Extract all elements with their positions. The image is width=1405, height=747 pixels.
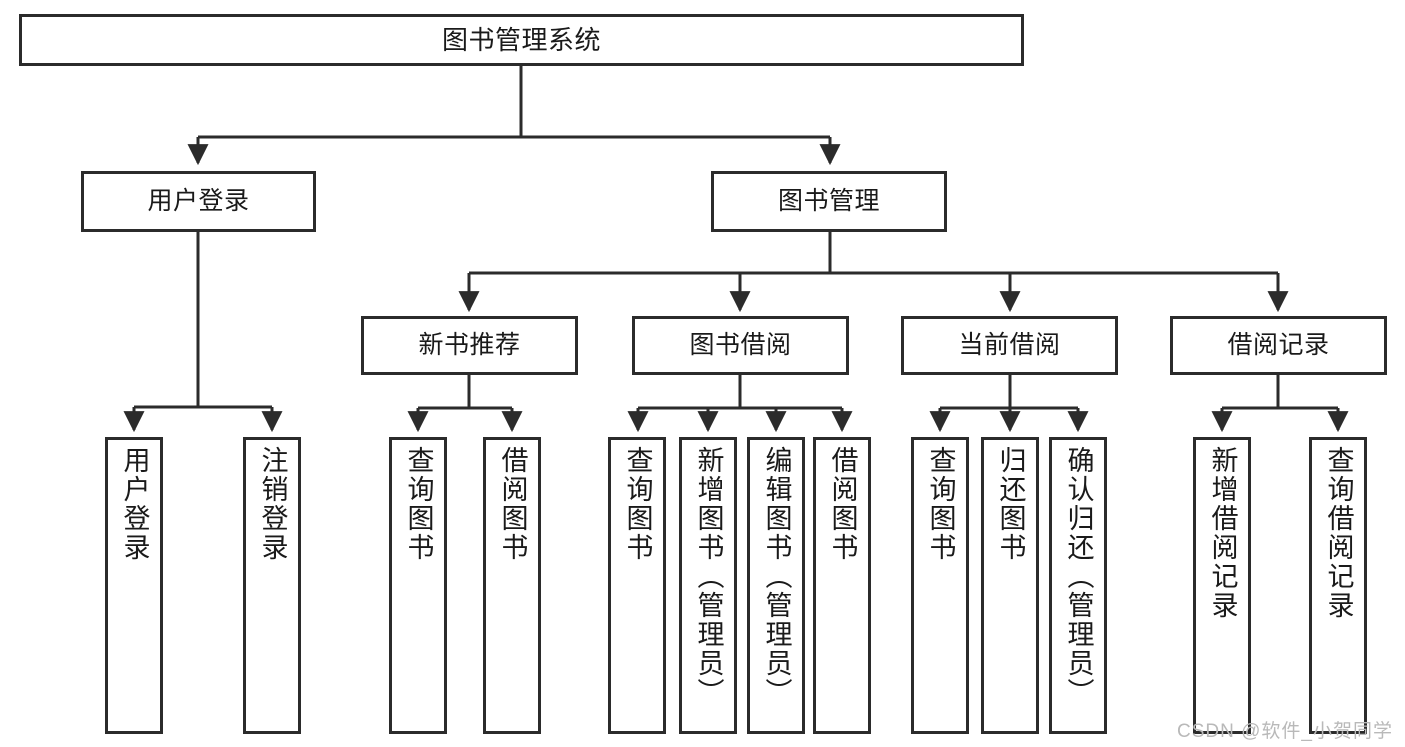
node-label: 注销登录 (257, 446, 288, 562)
node-user-login[interactable]: 用户登录 (81, 171, 316, 232)
leaf-borrow-add-book-admin[interactable]: 新增图书（管理员） (679, 437, 737, 734)
node-label: 图书管理 (777, 186, 880, 215)
node-label: 借阅图书 (827, 446, 858, 562)
node-label: 查询图书 (403, 446, 434, 562)
leaf-borrow-borrow-book[interactable]: 借阅图书 (813, 437, 871, 734)
node-label: 新增借阅记录 (1207, 446, 1238, 620)
node-label: 图书管理系统 (441, 24, 601, 55)
node-label: 查询图书 (925, 446, 956, 562)
leaf-current-query-book[interactable]: 查询图书 (911, 437, 969, 734)
leaf-borrow-query-book[interactable]: 查询图书 (608, 437, 666, 734)
node-label: 用户登录 (119, 446, 150, 562)
leaf-borrow-edit-book-admin[interactable]: 编辑图书（管理员） (747, 437, 805, 734)
leaf-recommend-borrow-book[interactable]: 借阅图书 (483, 437, 541, 734)
node-label: 新书推荐 (418, 330, 521, 359)
csdn-watermark: CSDN @软件_小贺同学 (1177, 721, 1393, 742)
node-label: 确认归还（管理员） (1063, 446, 1094, 707)
node-current-borrow[interactable]: 当前借阅 (901, 316, 1118, 375)
node-label: 当前借阅 (958, 330, 1061, 359)
node-label: 图书借阅 (689, 330, 792, 359)
node-label: 查询图书 (622, 446, 653, 562)
leaf-user-logout[interactable]: 注销登录 (243, 437, 301, 734)
node-book-borrow[interactable]: 图书借阅 (632, 316, 849, 375)
leaf-user-login[interactable]: 用户登录 (105, 437, 163, 734)
node-label: 新增图书（管理员） (693, 446, 724, 707)
node-label: 用户登录 (147, 186, 250, 215)
node-book-management[interactable]: 图书管理 (711, 171, 947, 232)
leaf-recommend-query-book[interactable]: 查询图书 (389, 437, 447, 734)
leaf-record-add-record[interactable]: 新增借阅记录 (1193, 437, 1251, 734)
node-label: 查询借阅记录 (1323, 446, 1354, 620)
node-label: 编辑图书（管理员） (761, 446, 792, 707)
node-root-system[interactable]: 图书管理系统 (19, 14, 1024, 66)
node-label: 归还图书 (995, 446, 1026, 562)
leaf-record-query-record[interactable]: 查询借阅记录 (1309, 437, 1367, 734)
node-borrow-record[interactable]: 借阅记录 (1170, 316, 1387, 375)
node-new-book-recommend[interactable]: 新书推荐 (361, 316, 578, 375)
leaf-current-confirm-return-admin[interactable]: 确认归还（管理员） (1049, 437, 1107, 734)
leaf-current-return-book[interactable]: 归还图书 (981, 437, 1039, 734)
node-label: 借阅图书 (497, 446, 528, 562)
node-label: 借阅记录 (1227, 330, 1330, 359)
